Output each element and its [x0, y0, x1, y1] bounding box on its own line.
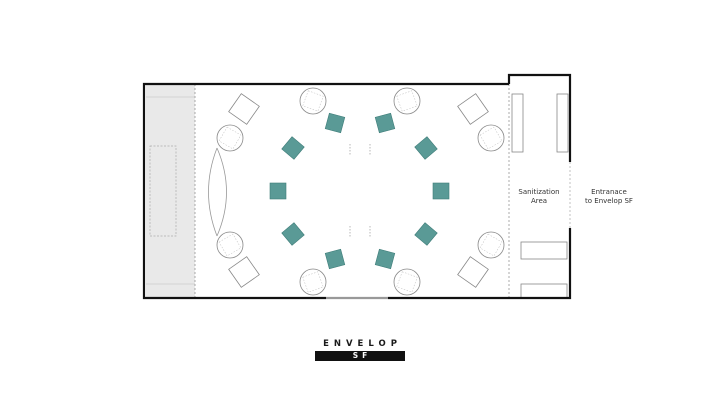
center-marks [349, 144, 371, 238]
logo-subtext: SF [352, 351, 372, 360]
outer-wall [142, 82, 509, 300]
logo-bar: SF [315, 351, 405, 361]
sanitization-label: Sanitization Area [508, 188, 570, 206]
outer-wall [388, 228, 572, 300]
stage-riser [149, 145, 177, 237]
entrance-label-line1: Entranace [591, 188, 627, 196]
stage-arc [216, 147, 227, 237]
sanitization-bench [520, 283, 568, 299]
logo-wordmark: ENVELOP [323, 339, 402, 349]
sanitization-station [511, 93, 524, 153]
round-seats [216, 87, 505, 296]
round-seat-inner [218, 90, 503, 293]
square-furniture [228, 93, 489, 288]
entrance-label-line2: to Envelop SF [585, 197, 633, 205]
stage-area [146, 84, 195, 298]
sanitization-station [556, 93, 569, 153]
sanitization-bench [520, 241, 568, 260]
entrance-label: Entranace to Envelop SF [575, 188, 643, 206]
stage-arc [208, 147, 218, 237]
sanitization-label-line1: Sanitization [518, 188, 560, 196]
sanitization-label-line2: Area [530, 197, 548, 205]
teal-cushions [269, 112, 450, 270]
outer-wall [507, 73, 572, 162]
